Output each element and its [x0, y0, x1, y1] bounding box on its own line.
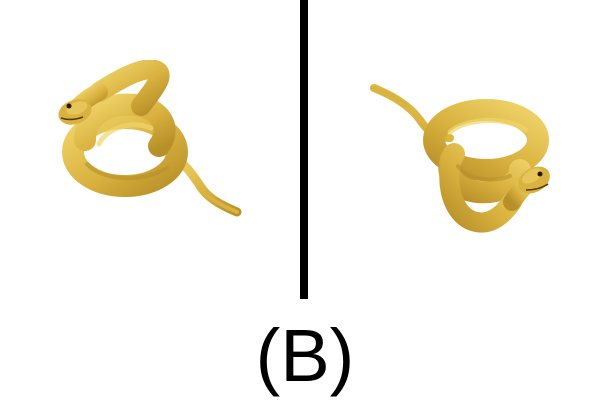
vertical-divider	[300, 0, 308, 299]
figure-label: (B)	[255, 314, 355, 397]
right-snake-image	[370, 84, 550, 233]
left-snake-image	[58, 60, 242, 217]
